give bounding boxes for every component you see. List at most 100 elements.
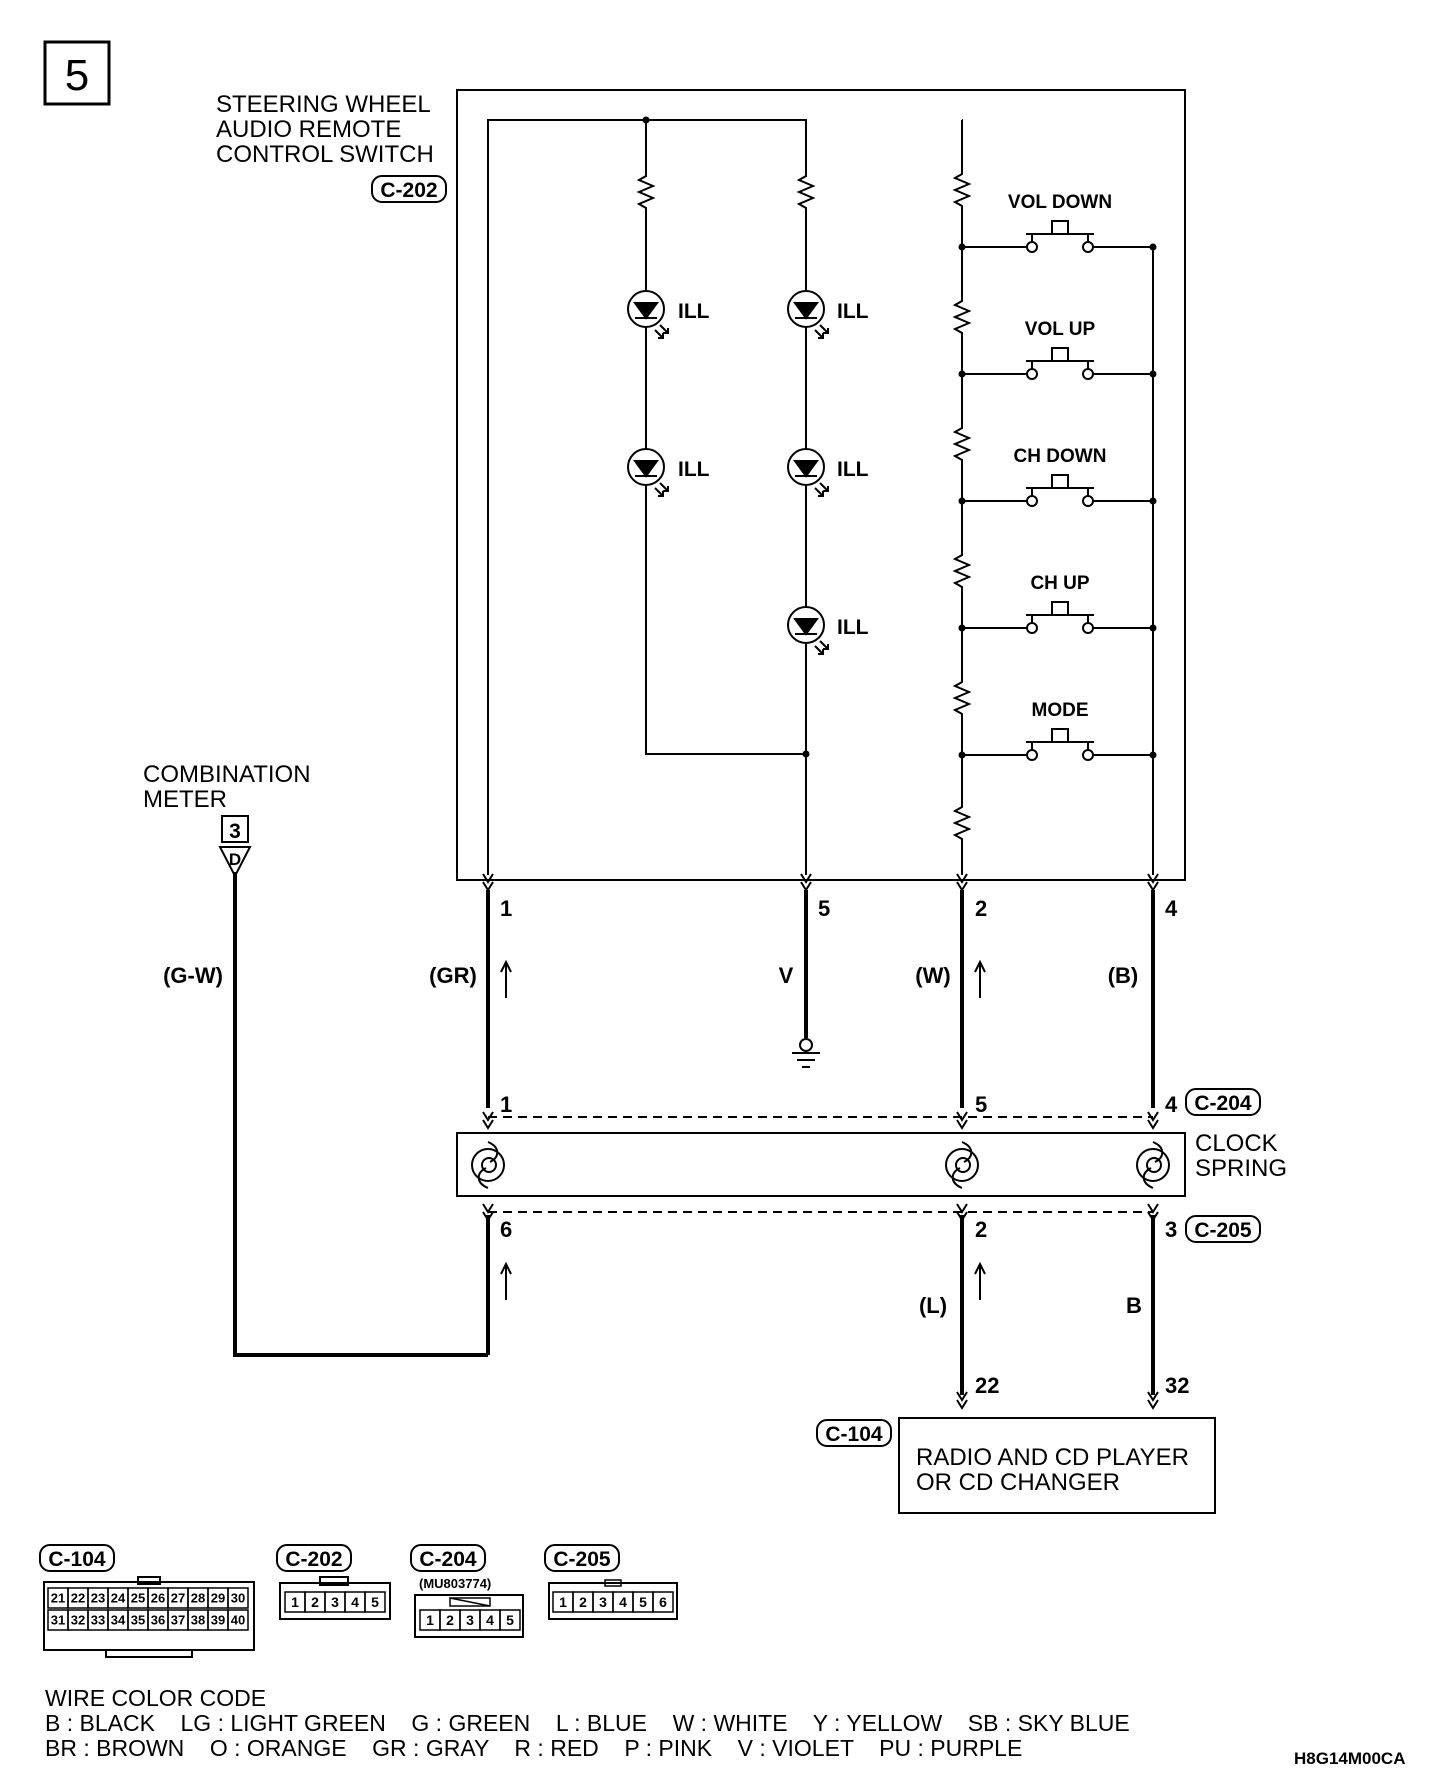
svg-text:4: 4	[1165, 896, 1178, 921]
vol-down-switch	[1025, 220, 1095, 253]
pin-number: 2	[311, 1594, 319, 1610]
pin-number: 37	[171, 1613, 185, 1628]
switch-labels: VOL DOWN VOL UP CH DOWN CH UP MODE	[1008, 192, 1112, 721]
led-icon	[787, 606, 829, 655]
svg-text:(L): (L)	[919, 1293, 947, 1318]
pin-number: 6	[659, 1594, 667, 1610]
pin-number: 35	[131, 1613, 145, 1628]
terminal-fork	[482, 1111, 494, 1129]
pin-number: 36	[151, 1613, 165, 1628]
resistor	[954, 419, 970, 469]
pin-number: 5	[371, 1594, 379, 1610]
led-icon	[787, 290, 829, 339]
combination-meter: COMBINATION METER 3 D	[143, 761, 311, 879]
svg-text:ILL: ILL	[837, 300, 869, 323]
switch-terminal-numbers: 1 5 2 4	[500, 896, 1178, 921]
svg-text:COMBINATION: COMBINATION	[143, 761, 311, 788]
pin-number: 38	[191, 1613, 205, 1628]
svg-text:5: 5	[818, 896, 830, 921]
switch-title: STEERING WHEEL AUDIO REMOTE CONTROL SWIT…	[216, 91, 434, 168]
pin-number: 3	[331, 1594, 339, 1610]
svg-text:V: V	[779, 963, 794, 988]
svg-text:(GR): (GR)	[429, 963, 477, 988]
svg-text:ILL: ILL	[837, 616, 869, 639]
pin-number: 1	[559, 1594, 567, 1610]
vol-up-switch	[1025, 347, 1095, 380]
pin-number: 4	[351, 1594, 359, 1610]
resistor	[954, 165, 970, 215]
connector-tag-c205: C-205	[1185, 1215, 1261, 1243]
svg-text:C-205: C-205	[1194, 1219, 1252, 1242]
svg-text:SPRING: SPRING	[1195, 1155, 1287, 1182]
svg-text:3: 3	[1165, 1217, 1177, 1242]
clock-spring-coil-icon	[945, 1141, 979, 1189]
svg-text:22: 22	[975, 1373, 999, 1398]
svg-text:CLOCK: CLOCK	[1195, 1130, 1278, 1157]
svg-text:OR CD CHANGER: OR CD CHANGER	[916, 1469, 1120, 1496]
mode-switch	[1025, 728, 1095, 761]
svg-text:1: 1	[500, 1092, 512, 1117]
clock-spring-coil-icon	[1136, 1141, 1170, 1189]
svg-text:ILL: ILL	[678, 458, 710, 481]
clock-spring	[456, 1116, 1186, 1213]
svg-text:4: 4	[1165, 1092, 1178, 1117]
pin-cell	[652, 1591, 674, 1613]
pin-number: 34	[111, 1613, 126, 1628]
pin-number: 24	[111, 1591, 126, 1606]
pin-number: 3	[466, 1612, 474, 1628]
terminal-fork	[956, 1111, 968, 1129]
svg-text:(W): (W)	[915, 963, 950, 988]
clock-spring-labels: CLOCK SPRING 1 5 4 6 2 3	[500, 1092, 1287, 1242]
svg-text:CH DOWN: CH DOWN	[1014, 446, 1107, 467]
wire-labels: (G-W) (GR) V (W) (B) (L) B	[163, 963, 1142, 1318]
svg-text:WIRE COLOR CODE: WIRE COLOR CODE	[45, 1685, 266, 1711]
resistor	[954, 546, 970, 596]
terminal-fork	[956, 873, 968, 891]
pin-number: 33	[91, 1613, 105, 1628]
svg-text:B: B	[1126, 1293, 1142, 1318]
svg-text:5: 5	[975, 1092, 987, 1117]
svg-text:VOL UP: VOL UP	[1025, 319, 1096, 340]
figure-code: H8G14M00CA	[1294, 1749, 1406, 1768]
pin-number: 32	[71, 1613, 85, 1628]
pin-number: 2	[579, 1594, 587, 1610]
pin-number: 40	[231, 1613, 245, 1628]
svg-text:C-104: C-104	[825, 1423, 883, 1446]
connector-tag-c204: C-204	[1185, 1088, 1261, 1116]
terminal-fork	[482, 873, 494, 891]
terminal-fork	[800, 873, 812, 891]
svg-text:3: 3	[229, 820, 241, 843]
terminal-fork	[1147, 1111, 1159, 1129]
pin-number: 27	[171, 1591, 185, 1606]
svg-text:(MU803774): (MU803774)	[419, 1576, 491, 1591]
ground-icon	[792, 1038, 820, 1068]
svg-text:5: 5	[65, 51, 89, 100]
pin-cell	[499, 1609, 521, 1631]
connector-tag-c202: C-202	[371, 175, 447, 203]
current-arrows	[500, 959, 986, 1300]
clock-spring-coil-icon	[471, 1141, 505, 1189]
pin-number: 5	[506, 1612, 514, 1628]
pin-number: 1	[291, 1594, 299, 1610]
pin-number: 23	[91, 1591, 105, 1606]
pin-cell	[227, 1587, 249, 1609]
pin-number: 3	[599, 1594, 607, 1610]
pin-number: 29	[211, 1591, 225, 1606]
resistor	[954, 673, 970, 723]
resistor	[954, 292, 970, 342]
resistor	[638, 167, 654, 217]
switch-housing	[456, 89, 1186, 881]
svg-text:2: 2	[975, 896, 987, 921]
svg-text:BR : BROWN O : ORANGE GR: BR : BROWN O : ORANGE GR : GRAY R : RED …	[45, 1735, 1022, 1761]
pin-number: 30	[231, 1591, 245, 1606]
page-number: 5	[43, 40, 111, 106]
radio-cd-unit: RADIO AND CD PLAYER OR CD CHANGER	[898, 1417, 1216, 1514]
svg-text:ILL: ILL	[678, 300, 710, 323]
svg-text:C-202: C-202	[285, 1548, 342, 1571]
junction-dots	[642, 116, 1157, 759]
svg-text:AUDIO REMOTE: AUDIO REMOTE	[216, 116, 401, 143]
